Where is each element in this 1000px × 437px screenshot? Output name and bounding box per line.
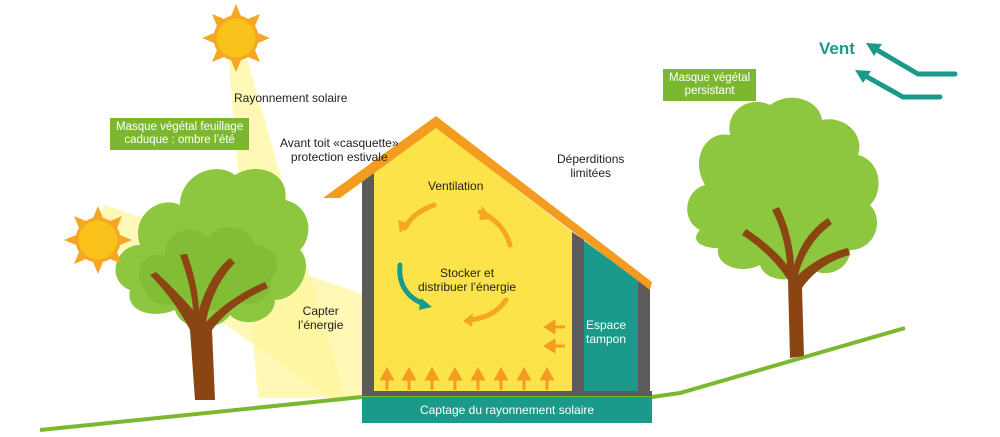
house-icon bbox=[323, 116, 652, 396]
overhang-label-line2: protection estivale bbox=[290, 150, 388, 164]
buffer-space-label-line2: tampon bbox=[586, 332, 627, 346]
limited-losses-label-line2: limitées bbox=[570, 166, 612, 180]
house-floor bbox=[362, 391, 652, 396]
ventilation-label: Ventilation bbox=[428, 179, 484, 193]
deciduous-mask-line1: Masque végétal feuillage bbox=[116, 121, 244, 133]
heat-transfer-arrow-icon bbox=[543, 319, 565, 354]
middle-wall bbox=[572, 232, 584, 393]
buffer-space bbox=[572, 232, 638, 393]
deciduous-tree-icon bbox=[115, 169, 309, 400]
right-wall bbox=[638, 280, 650, 393]
circulation-arrow-icon bbox=[397, 202, 513, 327]
buffer-space-label: Espace tampon bbox=[586, 318, 626, 346]
sun-left-icon bbox=[64, 206, 132, 274]
limited-losses-label-line1: Déperditions bbox=[557, 152, 625, 166]
evergreen-tree-icon bbox=[687, 97, 879, 358]
deciduous-mask-line2: caduque : ombre l’été bbox=[124, 134, 235, 146]
wind-arrow-icon bbox=[855, 43, 958, 100]
evergreen-mask-line1: Masque végétal bbox=[669, 72, 751, 84]
ground-line bbox=[39, 326, 906, 432]
overhang-label-line1: Avant toit «casquette» bbox=[280, 136, 399, 150]
store-distribute-label-line1: Stocker et bbox=[440, 266, 495, 280]
evergreen-mask-box: Masque végétal persistant bbox=[663, 69, 757, 101]
limited-losses-label: Déperditions limitées bbox=[557, 152, 624, 180]
overhang-label: Avant toit «casquette» protection estiva… bbox=[280, 136, 399, 164]
store-distribute-label-line2: distribuer l’énergie bbox=[418, 280, 517, 294]
deciduous-mask-box: Masque végétal feuillage caduque : ombre… bbox=[110, 118, 250, 150]
evergreen-mask-line2: persistant bbox=[684, 85, 735, 97]
capture-energy-label-line2: l’énergie bbox=[298, 318, 344, 332]
heat-arrow-icon bbox=[379, 366, 555, 390]
capture-energy-label-line1: Capter bbox=[302, 304, 339, 318]
left-wall bbox=[362, 170, 374, 393]
buffer-space-label-line1: Espace bbox=[586, 318, 627, 332]
house-interior bbox=[362, 127, 572, 393]
capture-energy-label: Capter l’énergie bbox=[298, 304, 343, 332]
solar-radiation-label: Rayonnement solaire bbox=[234, 91, 348, 105]
solar-capture-bar: Captage du rayonnement solaire bbox=[362, 397, 652, 423]
wind-label: Vent bbox=[819, 39, 855, 58]
sun-top-icon bbox=[202, 4, 270, 72]
store-distribute-label: Stocker et distribuer l’énergie bbox=[418, 266, 516, 294]
